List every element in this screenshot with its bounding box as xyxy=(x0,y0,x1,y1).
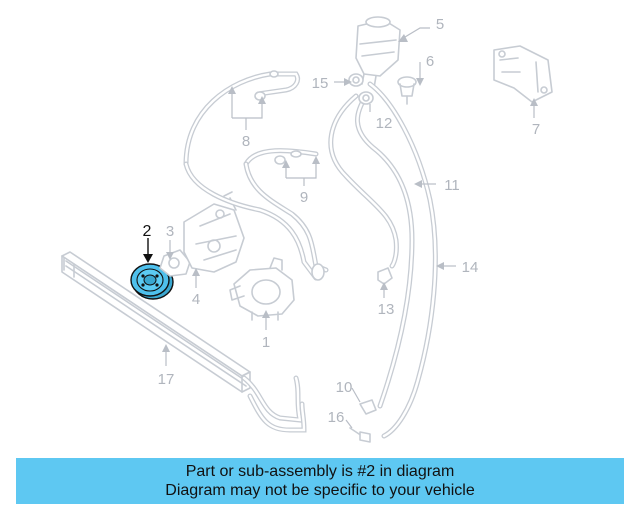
part-16-bolt[interactable] xyxy=(349,427,371,443)
part-3-gasket[interactable] xyxy=(159,249,191,277)
hose-14[interactable] xyxy=(367,81,438,439)
callout-17[interactable]: 17 xyxy=(158,371,175,388)
part-4-bracket[interactable] xyxy=(183,191,245,273)
callout-12[interactable]: 12 xyxy=(376,115,393,132)
callout-2[interactable]: 2 xyxy=(143,223,152,240)
part-6-sensor[interactable] xyxy=(397,76,417,105)
part-17-oil-cooler[interactable] xyxy=(61,251,307,433)
part-7-bracket[interactable] xyxy=(493,45,553,103)
part-1-pump[interactable] xyxy=(229,257,295,321)
callout-7[interactable]: 7 xyxy=(532,121,540,138)
callout-8[interactable]: 8 xyxy=(242,133,250,150)
callout-9[interactable]: 9 xyxy=(300,189,308,206)
callout-11[interactable]: 11 xyxy=(444,177,460,194)
part-5-reservoir[interactable] xyxy=(355,16,401,89)
callout-4[interactable]: 4 xyxy=(192,291,200,308)
parts-diagram: 1 2 3 4 5 6 7 8 9 10 11 12 13 14 15 16 1… xyxy=(61,16,553,443)
callout-13[interactable]: 13 xyxy=(378,301,395,318)
part-10-bolt[interactable] xyxy=(359,399,377,415)
hose-9[interactable] xyxy=(243,148,329,281)
callout-16[interactable]: 16 xyxy=(328,409,345,426)
hose-8[interactable] xyxy=(183,70,319,281)
callout-2-leader xyxy=(143,238,153,263)
callout-14[interactable]: 14 xyxy=(462,259,479,276)
part-12-fitting[interactable] xyxy=(358,91,374,105)
callout-10[interactable]: 10 xyxy=(336,379,353,396)
callout-3[interactable]: 3 xyxy=(166,223,174,240)
callout-1[interactable]: 1 xyxy=(262,334,270,351)
part-2-pulley[interactable] xyxy=(130,263,174,300)
part-13-cap[interactable] xyxy=(377,267,393,285)
banner-line-2: Diagram may not be specific to your vehi… xyxy=(165,482,475,499)
callout-15[interactable]: 15 xyxy=(312,75,329,92)
callout-6[interactable]: 6 xyxy=(426,53,434,70)
info-banner: Part or sub-assembly is #2 in diagram Di… xyxy=(16,458,624,504)
callout-5[interactable]: 5 xyxy=(436,16,444,33)
part-15-fitting[interactable] xyxy=(348,73,364,87)
banner-line-1: Part or sub-assembly is #2 in diagram xyxy=(185,463,455,480)
hose-11[interactable] xyxy=(328,93,415,409)
leaders xyxy=(162,27,538,429)
